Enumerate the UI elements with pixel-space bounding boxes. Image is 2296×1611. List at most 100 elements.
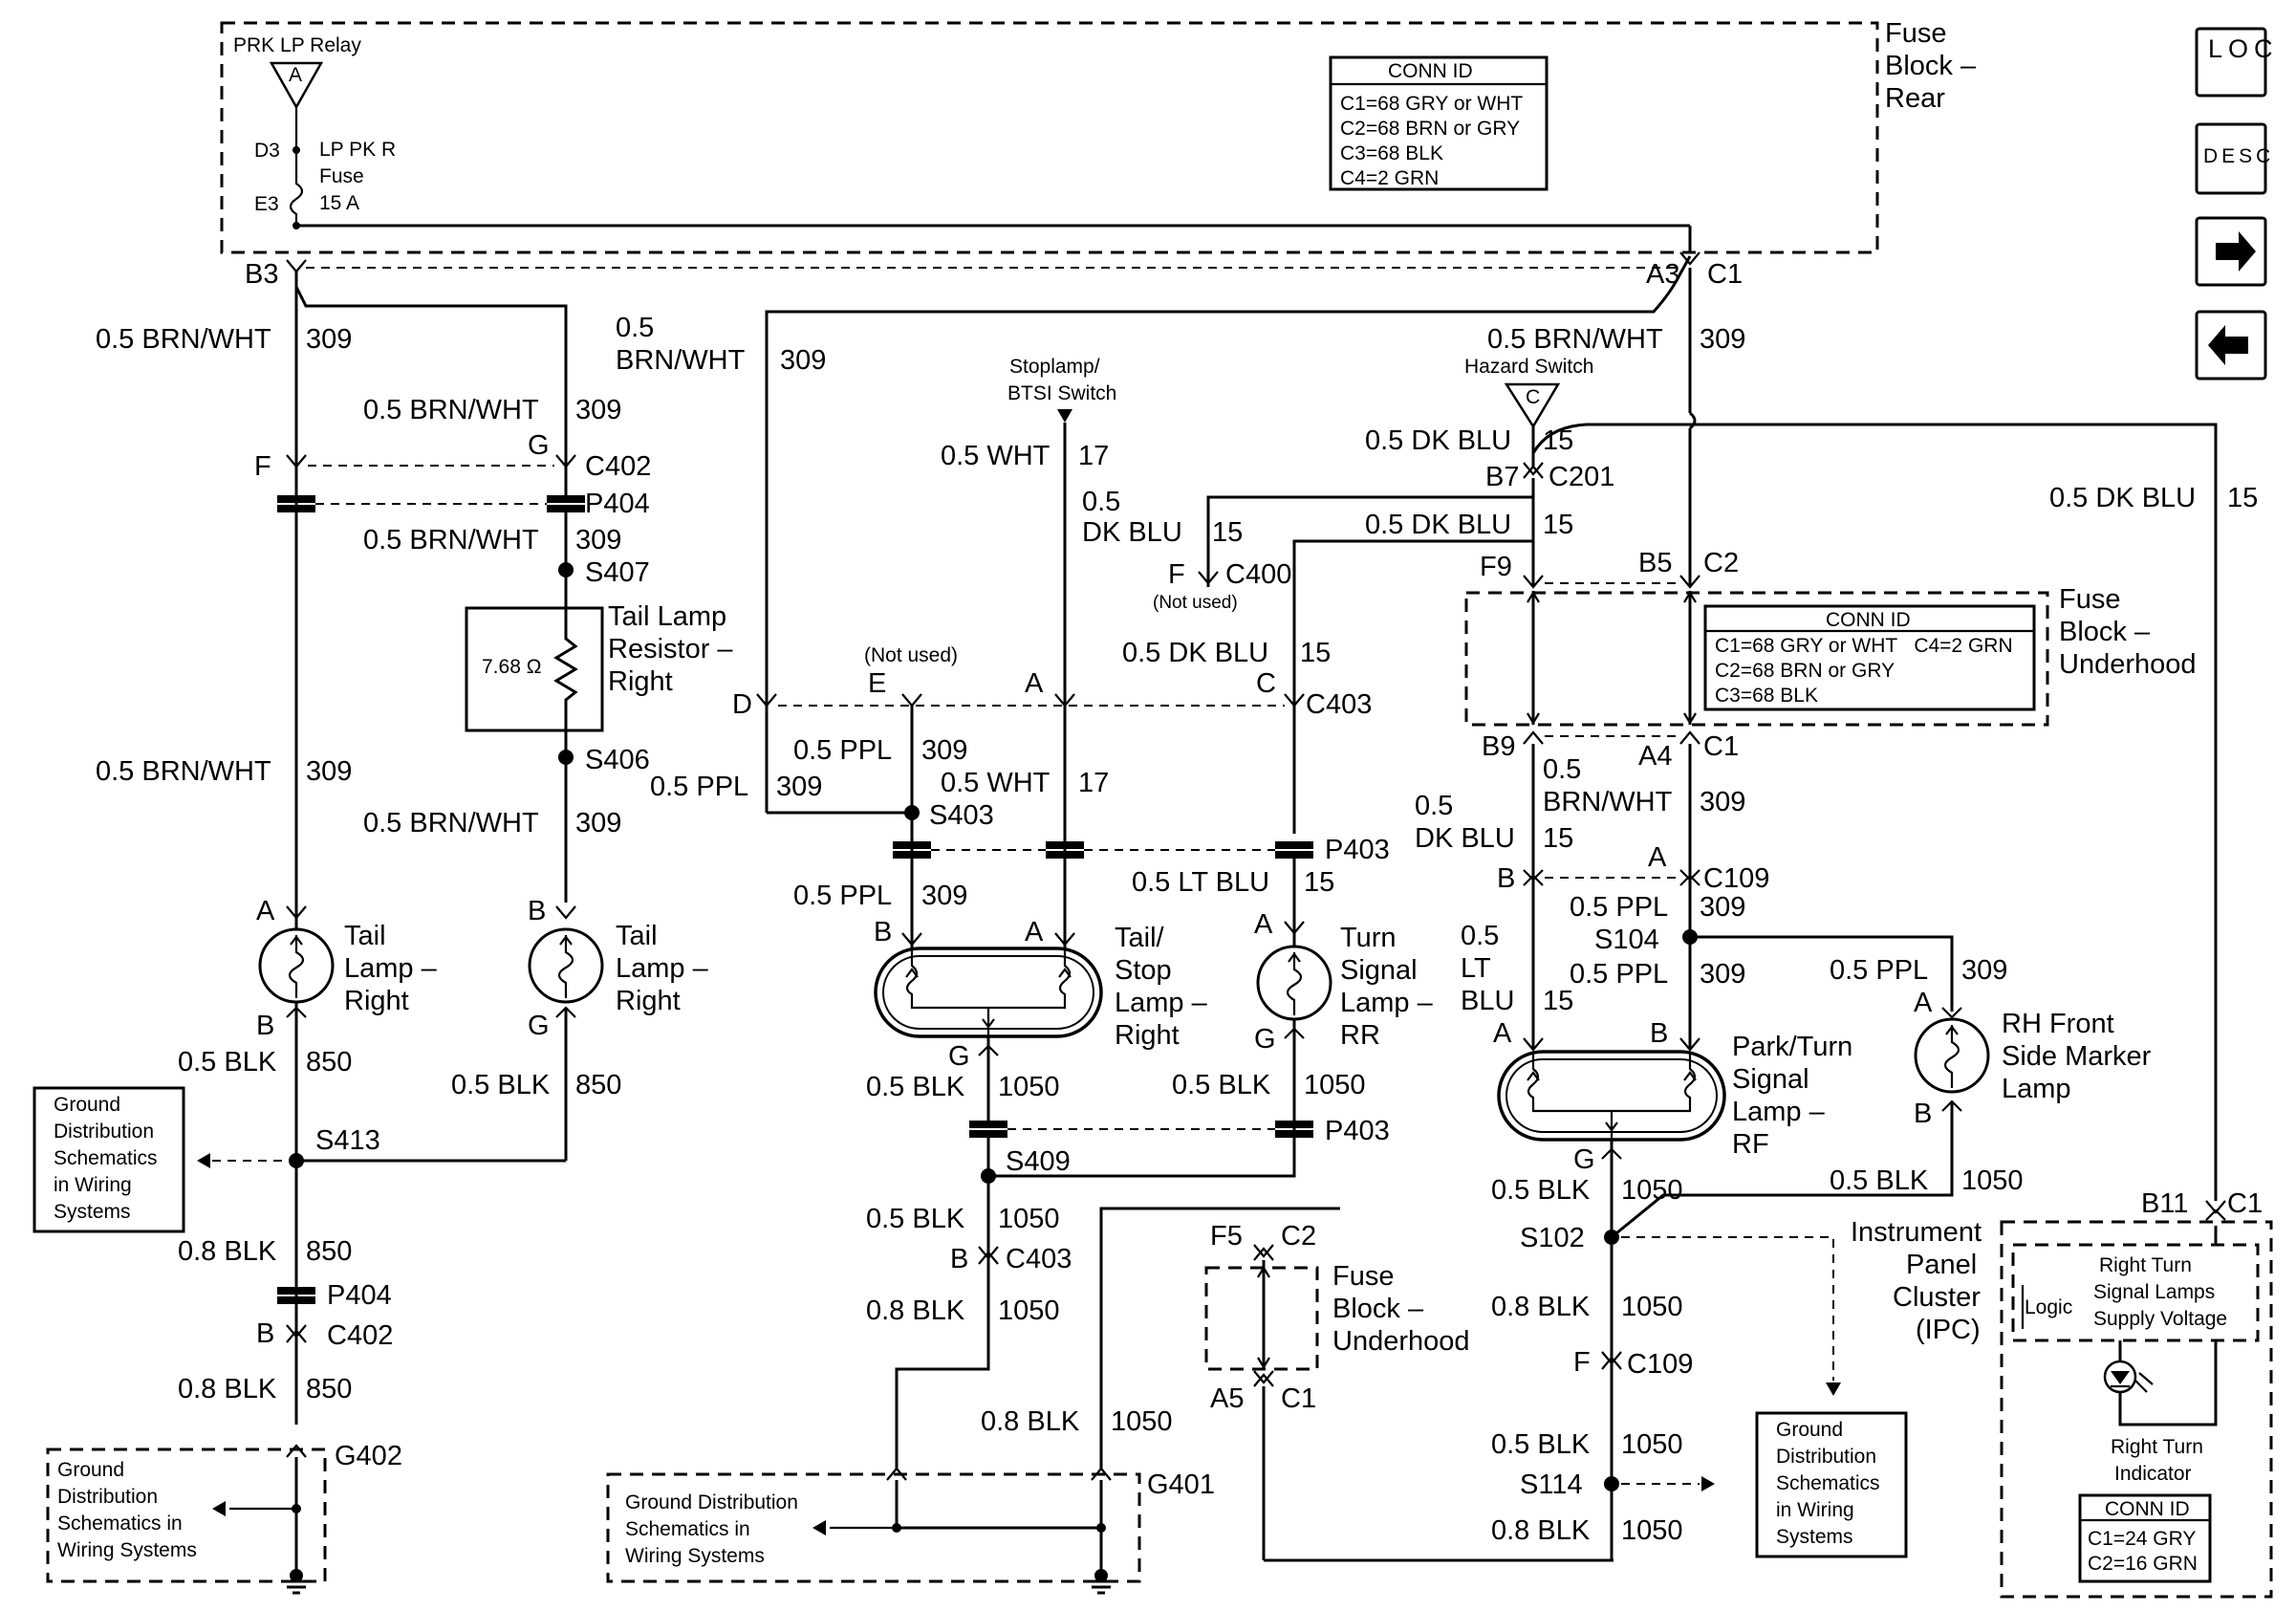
wire-label-29-circuit: 15 (1543, 823, 1573, 854)
wire-label-2-circuit: 309 (575, 395, 621, 425)
indicator-label-1: Right Turn (2111, 1436, 2203, 1458)
wire-label-36: 0.8 BLK (1491, 1292, 1591, 1322)
ipc-label-2: Panel (1906, 1250, 1977, 1280)
pin-marker-b: B (1914, 1099, 1932, 1129)
fuse-block-underhood-small: F5 C2 A5 C1 Fuse Block – Underhood (1204, 1221, 1470, 1414)
wire-label-37: 0.5 BLK (1491, 1429, 1591, 1460)
pin-e: E (868, 668, 886, 699)
indicator-label-2: Indicator (2114, 1463, 2192, 1485)
tail2-label-3: Right (616, 986, 681, 1016)
ground-ref-left[interactable]: Ground Distribution Schematics in Wiring… (32, 1086, 185, 1233)
hazard-switch-label: Hazard Switch (1464, 356, 1593, 378)
pin-b5: B5 (1638, 548, 1672, 578)
ipc-label-1: Instrument (1851, 1217, 1982, 1248)
pin-park-g: G (1573, 1144, 1595, 1175)
ipc-supply-1: Right Turn (2099, 1254, 2192, 1276)
stoplamp-switch-2: BTSI Switch (1007, 382, 1116, 404)
wire-label-4: 0.5 BRN/WHT (96, 756, 271, 787)
wire-label-33-b: LT (1461, 953, 1491, 984)
pin-tail-stop-b: B (874, 917, 892, 947)
ground-ref-left-1: Ground (54, 1094, 120, 1116)
small-fb-label-2: Block – (1332, 1294, 1424, 1324)
marker-label-3: Lamp (2002, 1074, 2071, 1104)
wire-label-35-circuit: 1050 (1961, 1165, 2024, 1196)
turn-signal-lamp-rr: Turn Signal Lamp – RR (1256, 923, 1434, 1051)
stoplamp-switch-1: Stoplamp/ (1009, 356, 1100, 378)
pin-tail2-g: G (528, 1011, 550, 1041)
connector-c109: C109 (1703, 863, 1769, 894)
ground-ref-g401[interactable]: Ground Distribution Schematics in Wiring… (606, 1472, 1141, 1583)
ground-symbol-g402 (281, 1579, 312, 1595)
wire-label-1: 0.5 BRN/WHT (96, 324, 271, 355)
ground-g401-ref-1: Ground Distribution (625, 1491, 798, 1513)
wire-label-11: 0.5 WHT (941, 441, 1051, 471)
wire-label-21: 0.5 BLK (1172, 1070, 1271, 1100)
wire-label-2: 0.5 BRN/WHT (363, 395, 539, 425)
park-turn-label-3: Lamp – (1732, 1097, 1826, 1127)
pin-b-c402: B (256, 1318, 274, 1349)
pin-p404: P404 (585, 489, 650, 519)
ground-g401-ref-2: Schematics in (625, 1518, 750, 1540)
wire-label-15: 0.5 PPL (650, 772, 748, 802)
wire-label-21-circuit: 1050 (1304, 1070, 1366, 1100)
tail-stop-label-4: Right (1115, 1020, 1180, 1051)
connector-c403-low: C403 (1006, 1244, 1072, 1274)
loc-icon[interactable]: LOC (2195, 27, 2279, 98)
small-fb-pin-a5: A5 (1210, 1383, 1244, 1414)
wire-label-6: 0.5 BLK (178, 1047, 277, 1078)
wire-label-18: 0.5 PPL (793, 881, 892, 911)
pin-c400: C400 (1225, 559, 1291, 590)
wire-label-14: 0.5 DK BLU (1122, 638, 1268, 668)
wire-label-7: 0.5 BLK (451, 1070, 551, 1100)
ipc-label-3: Cluster (1893, 1282, 1981, 1313)
wire-label-13: 0.5 DK BLU (1365, 510, 1511, 540)
indicator-led-icon (2103, 1360, 2154, 1394)
splice-s114: S114 (1520, 1469, 1583, 1500)
wire-label-8-circuit: 850 (306, 1236, 352, 1267)
fuse-block-underhood: F9 B5 C2 CONN ID C1=68 GRY or WHT C4=2 G… (1464, 548, 2197, 772)
wire-label-10-a: 0.5 (616, 313, 654, 343)
pin-a4: A4 (1638, 741, 1672, 772)
ground-ref-g402[interactable]: Ground Distribution Schematics in Wiring… (46, 1448, 327, 1583)
left-circuit: B3 0.5 BRN/WHT 309 0.5 BRN/WHT 309 F G C… (32, 259, 1682, 1595)
turn-rr-label-1: Turn (1340, 923, 1397, 953)
wire-label-25-circuit: 309 (1700, 324, 1745, 355)
pin-tail1-a: A (256, 896, 275, 926)
ground-ref-left-2: Distribution (54, 1121, 154, 1143)
wire-label-8: 0.8 BLK (178, 1236, 277, 1267)
ground-symbol-g401 (1086, 1579, 1116, 1595)
ground-ref-left-5: Systems (54, 1201, 131, 1223)
wire-label-33-a: 0.5 (1461, 921, 1499, 951)
small-fb-label-3: Underhood (1332, 1326, 1470, 1357)
small-fb-label-1: Fuse (1332, 1261, 1394, 1292)
uh-label-1: Fuse (2059, 584, 2120, 615)
ground-ref-right-1: Ground (1776, 1419, 1843, 1441)
wire-label-3-circuit: 309 (575, 525, 621, 555)
previous-arrow-icon[interactable] (2195, 310, 2267, 381)
wire-label-5-circuit: 309 (575, 808, 621, 838)
fuse-name-3: 15 A (319, 192, 359, 214)
splice-s406: S406 (585, 745, 650, 775)
wire-label-16-circuit: 309 (921, 735, 967, 766)
tail-lamp-resistor: 7.68 Ω Tail Lamp Resistor – Right (465, 601, 733, 732)
wire-label-18-circuit: 309 (921, 881, 967, 911)
splice-s409: S409 (1006, 1146, 1071, 1177)
splice-s407: S407 (585, 557, 650, 588)
not-used-e: (Not used) (864, 644, 958, 666)
pin-a3: A3 (1646, 259, 1679, 290)
not-used-c400: (Not used) (1153, 593, 1238, 613)
wire-label-28-b: BRN/WHT (1543, 787, 1673, 817)
pin-park-b: B (1650, 1018, 1668, 1049)
next-arrow-icon[interactable] (2195, 216, 2267, 287)
pin-c1-ipc: C1 (2227, 1188, 2263, 1219)
ipc-label-4: (IPC) (1916, 1315, 1981, 1345)
pin-b-c403-low: B (950, 1244, 968, 1274)
wire-label-11-circuit: 17 (1078, 441, 1109, 471)
desc-icon[interactable]: DESC (2195, 122, 2274, 195)
ground-ref-right[interactable]: Ground Distribution Schematics in Wiring… (1755, 1411, 1908, 1558)
hazard-tag: C (1526, 386, 1540, 408)
pin-tail1-b: B (256, 1011, 274, 1041)
tail1-label-1: Tail (344, 921, 386, 951)
resistor-label-1: Tail Lamp (608, 601, 726, 632)
